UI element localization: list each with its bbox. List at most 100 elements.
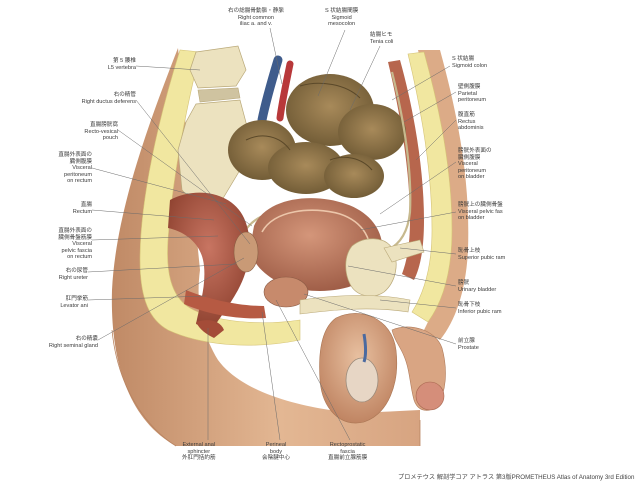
superior-pubic-ramus: [383, 239, 425, 263]
label-inferior-pubic-ramus: 恥骨下枝 Inferior pubic ram: [458, 302, 502, 315]
label-text: L5 vertebra: [107, 64, 136, 71]
label-text: 直腸外表面の: [58, 228, 92, 234]
label-text: Visceral: [72, 165, 92, 172]
label-text: fascia: [340, 448, 355, 455]
label-perineal-body: Perineal body 会陰腱中心: [262, 442, 290, 462]
label-text: on rectum: [67, 254, 92, 261]
label-text: peritoneum: [458, 167, 486, 174]
label-text: 前立腺: [458, 338, 475, 344]
label-text: Perineal: [265, 442, 287, 448]
label-text: 第 5 腰椎: [112, 58, 136, 64]
leader-lines: [87, 27, 457, 441]
label-text: Rectoprostatic: [329, 442, 366, 448]
label-text: 恥骨上枝: [458, 248, 481, 254]
rectum-shape: [168, 192, 250, 330]
label-levator-ani: 肛門挙筋 Levator ani: [60, 296, 88, 309]
label-urinary-bladder: 膀胱 Urinary bladder: [458, 280, 496, 293]
label-text: 右の尿管: [65, 268, 88, 274]
label-text: on bladder: [458, 215, 485, 222]
label-text: sphincter: [187, 448, 211, 455]
label-text: abdominis: [458, 125, 484, 132]
label-text: Parietal: [458, 90, 477, 97]
label-text: 直腸: [80, 202, 92, 208]
spermatic-cord: [362, 333, 367, 363]
label-text: peritoneum: [64, 171, 92, 178]
label-text: S 状結腸: [452, 56, 475, 62]
label-text: 膀胱外表面の: [458, 148, 492, 154]
vertebra-l5: [189, 45, 247, 89]
levator-ani-shape: [184, 290, 266, 319]
rectus-abdominis-shape: [388, 60, 424, 280]
label-text: Levator ani: [60, 302, 88, 309]
label-text: iliac a. and v.: [239, 21, 273, 28]
label-prostate: 前立腺 Prostate: [458, 338, 479, 351]
label-text: 右の精管: [113, 92, 136, 98]
label-text: Rectus: [458, 118, 476, 125]
label-text: 膀胱: [458, 280, 470, 286]
label-text: 膀胱上の臓側骨盤: [458, 202, 503, 208]
label-text: Right ureter: [58, 274, 88, 281]
label-external-anal-sphincter: External anal sphincter 外肛門括約筋: [182, 442, 216, 462]
label-text: 結腸ヒモ: [370, 32, 393, 38]
label-text: 右の総腸骨動脈・静脈: [228, 8, 284, 14]
label-visceral-peritoneum-bladder: 膀胱外表面の 臓側腹膜 Visceral peritoneum on bladd…: [458, 148, 492, 181]
credit-line: プロメテウス 解剖学コア アトラス 第3版PROMETHEUS Atlas of…: [398, 474, 635, 481]
label-text: S 状結腸間膜: [325, 8, 359, 14]
label-text: on bladder: [458, 174, 485, 181]
label-rectus-abdominis: 腹直筋 Rectus abdominis: [458, 112, 484, 132]
label-text: 外肛門括約筋: [182, 455, 216, 462]
iliac-vein: [257, 55, 283, 125]
label-text: 直腸膀胱窩: [90, 122, 118, 128]
label-visceral-peritoneum-rectum: 直腸外表面の 臓側腹膜 Visceral peritoneum on rectu…: [58, 152, 92, 185]
label-pelvic-fascia-rectum: 直腸外表面の 臓側骨盤筋膜 Visceral pelvic fascia on …: [58, 228, 92, 261]
label-text: 臓側腹膜: [458, 154, 481, 161]
label-text: Tenia coli: [370, 38, 394, 45]
external-sphincter-shape: [196, 320, 224, 338]
label-text: Prostate: [458, 344, 479, 351]
intervertebral-disc: [197, 87, 241, 103]
label-text: 壁側腹膜: [458, 84, 481, 90]
label-sigmoid-mesocolon: S 状結腸間膜 Sigmoid mesocolon: [325, 8, 358, 28]
label-l5-vertebra: 第 5 腰椎 L5 vertebra: [108, 58, 136, 71]
label-rectovesical-pouch: 直腸膀胱窩 Recto-vesical pouch: [84, 122, 118, 142]
label-text: 右の精嚢: [75, 336, 98, 342]
label-text: Superior pubic ram: [458, 254, 506, 261]
label-text: 恥骨下枝: [458, 302, 481, 308]
label-text: Sigmoid colon: [452, 62, 488, 69]
intestine-coils: [228, 74, 406, 198]
label-text: Recto-vesical: [84, 128, 118, 135]
label-parietal-peritoneum: 壁側腹膜 Parietal peritoneum: [458, 84, 486, 104]
label-text: Right seminal gland: [48, 342, 98, 349]
label-right-ureter: 右の尿管 Right ureter: [59, 268, 88, 281]
seminal-gland-shape: [233, 231, 259, 273]
label-text: pouch: [102, 135, 118, 142]
label-text: 直腸前立腺筋膜: [328, 455, 368, 462]
label-text: Visceral pelvic fas: [458, 208, 503, 215]
abdominal-skin: [418, 50, 469, 340]
label-common-iliac: 右の総腸骨動脈・静脈 Right common iliac a. and v.: [228, 8, 284, 28]
label-text: Rectum: [72, 208, 92, 215]
testis: [345, 357, 379, 403]
label-text: Right ductus deferens: [81, 98, 136, 105]
label-text: 臓側腹膜: [69, 158, 92, 165]
label-text: Urinary bladder: [458, 286, 497, 293]
label-text: Right common: [237, 14, 274, 21]
label-text: External anal: [182, 442, 216, 448]
label-text: 腹直筋: [458, 112, 475, 118]
label-sigmoid-colon: S 状結腸 Sigmoid colon: [452, 56, 487, 69]
label-text: peritoneum: [458, 97, 486, 104]
label-text: 肛門挙筋: [65, 296, 88, 302]
buttock-skin: [111, 48, 420, 446]
label-text: Visceral: [72, 241, 92, 248]
label-superior-pubic-ramus: 恥骨上枝 Superior pubic ram: [458, 248, 505, 261]
label-text: pelvic fascia: [61, 247, 92, 254]
pubic-symphysis: [345, 238, 397, 297]
label-text: 会陰腱中心: [262, 455, 290, 462]
anterior-fat: [407, 51, 453, 323]
label-text: on rectum: [67, 178, 92, 185]
prostate-shape: [263, 276, 309, 308]
label-seminal-gland: 右の精嚢 Right seminal gland: [49, 336, 98, 349]
label-text: body: [269, 448, 283, 455]
